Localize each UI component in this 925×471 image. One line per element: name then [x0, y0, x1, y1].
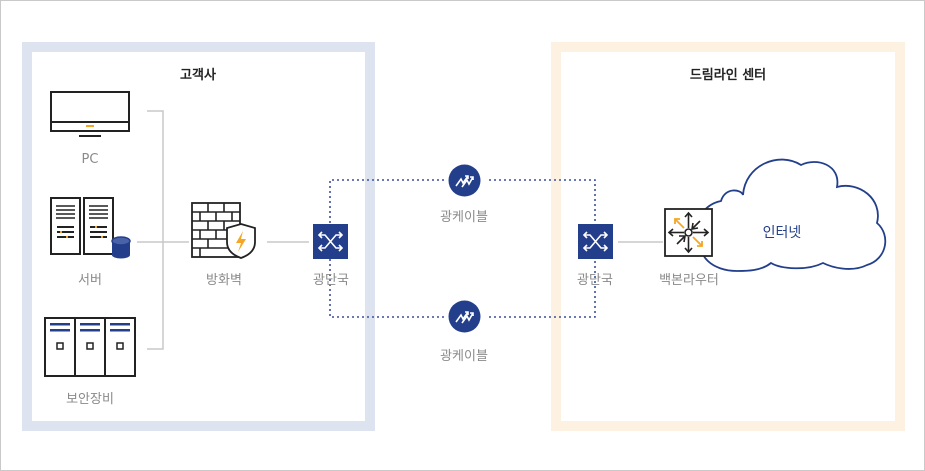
center-zone: [551, 42, 905, 431]
firewall-label: 방화벽: [206, 273, 242, 288]
pc-link: [147, 110, 164, 242]
server-label: 서버: [78, 273, 102, 288]
database-icon: [111, 236, 131, 259]
backbone-label: 백본라우터: [659, 273, 719, 288]
fiber-cable-bottom-icon: [448, 300, 481, 333]
firewall-icon: [191, 202, 256, 259]
olt-right-icon: [578, 224, 613, 259]
backbone-router-icon: [664, 208, 713, 257]
cloud-icon: [697, 158, 887, 272]
fiber-cable-top-icon: [448, 164, 481, 197]
security-device-icon: [44, 317, 136, 377]
server-icon: [50, 197, 131, 259]
security-link: [147, 242, 164, 350]
security-label: 보안장비: [66, 392, 114, 407]
olt-right-label: 광단국: [577, 273, 613, 288]
fiber-top-label: 광케이블: [440, 210, 488, 225]
bottom-fiber-right: [489, 259, 596, 318]
olt-left-icon: [313, 224, 348, 259]
lightning-icon: [236, 231, 246, 252]
center-title: 드림라인 센터: [689, 68, 767, 83]
monitor-icon: [50, 91, 130, 137]
top-fiber-left: [329, 179, 446, 223]
customer-title: 고객사: [180, 68, 216, 83]
olt-left-label: 광단국: [313, 273, 349, 288]
bottom-fiber-left: [329, 259, 446, 318]
fiber-bottom-label: 광케이블: [440, 349, 488, 364]
pc-label: PC: [81, 152, 99, 167]
top-fiber-right: [489, 179, 596, 223]
customer-zone: [22, 42, 375, 431]
internet-label: 인터넷: [762, 225, 802, 241]
